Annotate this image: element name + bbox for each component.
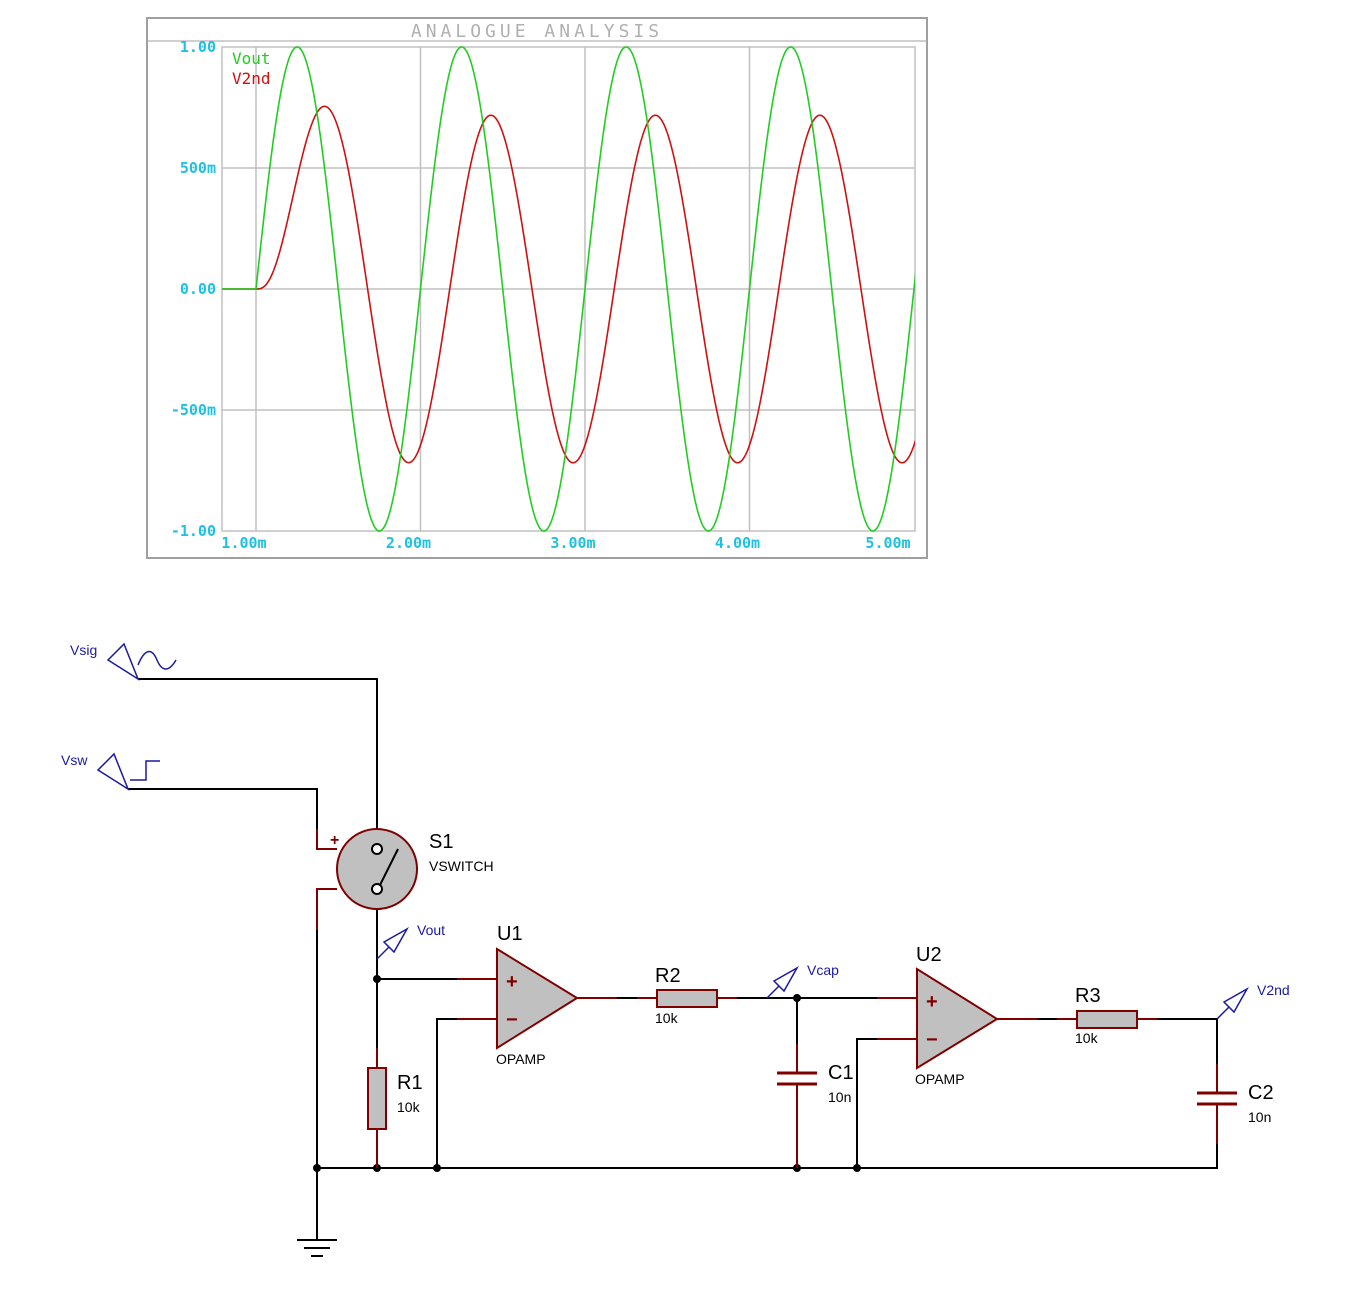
junction-dot: [313, 1164, 321, 1172]
r2-ref: R2: [655, 965, 681, 987]
graph-frame: [146, 17, 928, 559]
x-tick-label: 4.00m: [715, 534, 760, 552]
vsw-label: Vsw: [61, 752, 88, 768]
legend-v2nd: V2nd: [232, 69, 271, 88]
wire-vsw: [128, 788, 318, 829]
s1-contact-bottom: [371, 883, 383, 895]
r1-body: [367, 1067, 387, 1130]
resistor-r1[interactable]: R1 10k: [367, 1048, 423, 1168]
c1-value: 10n: [828, 1089, 851, 1105]
y-tick-label: 1.00: [180, 38, 216, 56]
vsig-label: Vsig: [70, 642, 97, 658]
pulse-wave-icon: [130, 760, 160, 781]
switch-s1[interactable]: + S1 VSWITCH: [316, 828, 494, 930]
generator-arrow-icon: [96, 752, 130, 791]
u1-plus-sign: +: [506, 971, 518, 993]
junction-dot: [373, 975, 381, 983]
r3-value: 10k: [1075, 1030, 1099, 1046]
x-tick-label: 1.00m: [221, 534, 266, 552]
probe-arrow-icon: [382, 927, 409, 954]
generator-arrow-icon: [106, 642, 140, 681]
junction-dot: [433, 1164, 441, 1172]
wire-vsig: [138, 678, 378, 832]
u1-body: [496, 947, 579, 1050]
wire-v2nd: [1157, 1018, 1218, 1064]
y-tick-label: 0.00: [180, 280, 216, 298]
s1-value: VSWITCH: [429, 858, 494, 874]
r2-value: 10k: [655, 1010, 679, 1026]
s1-body: [336, 828, 418, 910]
y-tick-label: 500m: [180, 159, 216, 177]
opamp-u1[interactable]: + − U1 OPAMP: [457, 923, 617, 1067]
probe-arrow-icon: [1222, 987, 1249, 1014]
ground-icon[interactable]: [297, 1239, 337, 1257]
c1-ref: C1: [828, 1062, 854, 1084]
y-tick-label: -500m: [171, 401, 216, 419]
u1-minus-sign: −: [506, 1009, 518, 1031]
x-tick-label: 3.00m: [550, 534, 595, 552]
trace-vout: [222, 46, 915, 532]
c2-ref: C2: [1248, 1082, 1274, 1104]
resistor-r3[interactable]: R3 10k: [1057, 985, 1157, 1046]
vsw-generator[interactable]: Vsw: [61, 752, 160, 791]
wire-u2-minus: [856, 1038, 877, 1168]
capacitor-c1[interactable]: C1 10n: [777, 1044, 854, 1168]
probe-vout-label: Vout: [417, 922, 445, 938]
s1-contact-top: [371, 843, 383, 855]
graph-title: ANALOGUE ANALYSIS: [411, 21, 663, 42]
junction-dot: [853, 1164, 861, 1172]
axis-ticks: 1.00 500m 0.00 -500m -1.00 1.00m 2.00m 3.00m 4.0…: [171, 38, 911, 552]
probe-vcap-label: Vcap: [807, 962, 839, 978]
x-tick-label: 5.00m: [865, 534, 910, 552]
r3-body: [1076, 1010, 1138, 1029]
resistor-r2[interactable]: R2 10k: [637, 965, 737, 1026]
c2-value: 10n: [1248, 1109, 1271, 1125]
wire-u1-minus: [436, 1018, 457, 1168]
junction-dot: [793, 994, 801, 1002]
r1-ref: R1: [397, 1072, 423, 1094]
r1-value: 10k: [397, 1099, 421, 1115]
u1-value: OPAMP: [496, 1051, 546, 1067]
u2-ref: U2: [916, 944, 942, 966]
capacitor-c2[interactable]: C2 10n: [1197, 1064, 1274, 1144]
probe-v2nd-label: V2nd: [1257, 982, 1290, 998]
s1-ref: S1: [429, 831, 453, 853]
u2-minus-sign: −: [926, 1029, 938, 1051]
u2-body: [916, 967, 999, 1070]
legend-vout: Vout: [232, 49, 271, 68]
probe-v2nd[interactable]: V2nd: [1216, 982, 1290, 1020]
opamp-u2[interactable]: + − U2 OPAMP: [877, 944, 1037, 1087]
u1-ref: U1: [497, 923, 523, 945]
u2-value: OPAMP: [915, 1071, 965, 1087]
r3-ref: R3: [1075, 985, 1101, 1007]
r2-body: [656, 989, 718, 1008]
probe-vout[interactable]: Vout: [376, 922, 445, 960]
wires: [128, 678, 1218, 1240]
probe-arrow-icon: [772, 966, 799, 993]
probe-vcap[interactable]: Vcap: [766, 962, 839, 999]
trace-v2nd: [222, 105, 915, 464]
s1-pin-minus: [316, 888, 337, 930]
u2-plus-sign: +: [926, 991, 938, 1013]
s1-plus-sign: +: [330, 832, 339, 849]
vsig-generator[interactable]: Vsig: [70, 642, 177, 681]
x-tick-label: 2.00m: [386, 534, 431, 552]
s1-blade: [379, 848, 399, 886]
sine-wave-icon: [137, 650, 177, 670]
wire-ground-rail: [317, 1144, 1218, 1169]
y-tick-label: -1.00: [171, 522, 216, 540]
s1-pin-plus: [316, 829, 337, 850]
analogue-analysis-graph[interactable]: ANALOGUE ANALYSIS 1.00 500m 0.00 -500m -1.00…: [146, 17, 947, 559]
